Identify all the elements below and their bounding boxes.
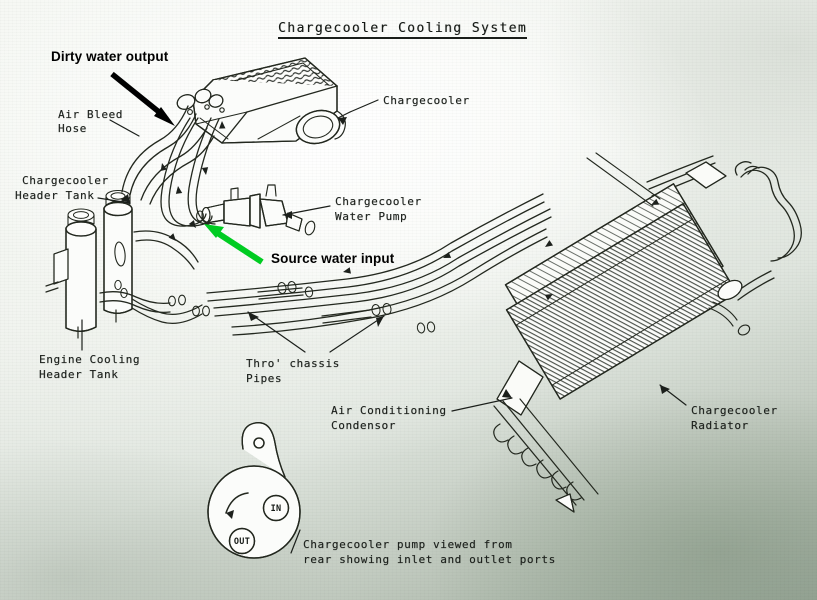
chargecooler-unit [176,57,346,145]
engine-cooling-header-tank [45,208,97,339]
leader-pump-caption [290,529,301,554]
leader-chargecooler [349,99,379,113]
leader-air-bleed-hose [109,119,140,137]
dirty-water-output-arrow [110,71,175,126]
leader-air-conditioning-condensor [451,397,513,412]
chargecooler-radiator [493,152,751,513]
pump-rear-view-detail [207,421,301,559]
leader-chargecooler-header-tank [97,197,131,204]
leader-thro-chassis-pipes-a [247,311,306,353]
pump-inlet-port-label: IN [271,504,282,514]
chargecooler-water-pump [201,184,316,236]
pipe-clamps [114,210,436,334]
chargecooler-header-tank [103,189,133,323]
leader-thro-chassis-pipes-b [329,315,385,353]
source-water-input-arrow [204,224,264,265]
pump-outlet-port-label: OUT [234,537,250,547]
